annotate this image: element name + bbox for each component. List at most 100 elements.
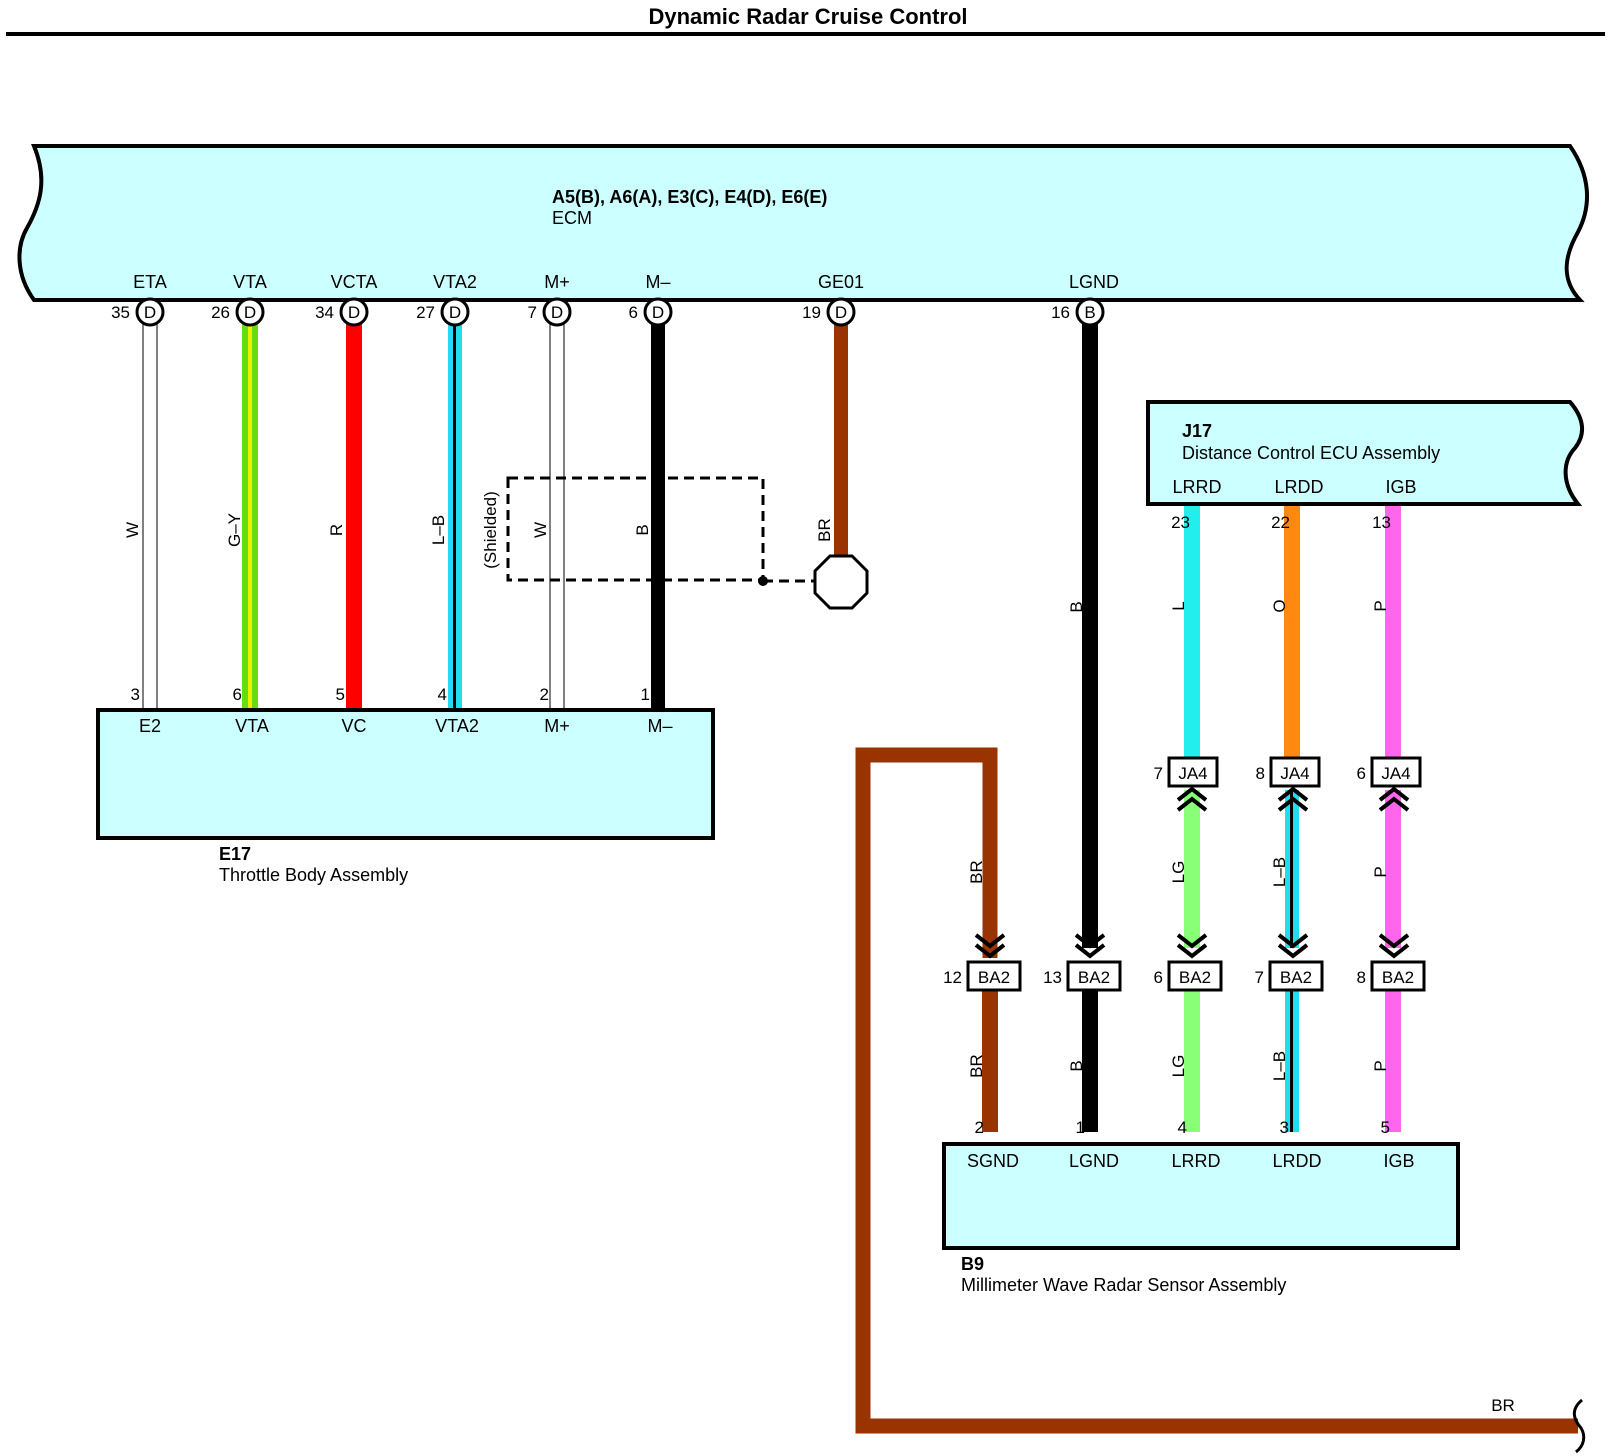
ecm-pin-label: LGND xyxy=(1069,272,1119,292)
terminal-letter: D xyxy=(244,303,256,322)
throttle-pin-number: 4 xyxy=(438,685,447,704)
ecm-pin-number: 26 xyxy=(211,303,230,322)
distance-ecu-pin-label: IGB xyxy=(1385,477,1416,497)
terminal-circle xyxy=(135,297,165,327)
ecm-name: ECM xyxy=(552,208,592,228)
wire-color-label: BR xyxy=(967,860,986,884)
ecm-pin-number: 6 xyxy=(629,303,638,322)
connector-pin-number: 7 xyxy=(1154,764,1163,783)
wire-color-label: L–B xyxy=(1270,1051,1289,1081)
throttle-pin-label: VC xyxy=(341,716,366,736)
throttle-pin-number: 2 xyxy=(540,685,549,704)
continuation-break-icon xyxy=(1572,1398,1586,1454)
wire-color-label: B xyxy=(1067,1060,1086,1071)
wire-mplus-w xyxy=(549,311,565,711)
throttle-name: Throttle Body Assembly xyxy=(219,865,408,885)
connector-name: JA4 xyxy=(1178,764,1207,783)
connector-box xyxy=(1370,756,1422,788)
terminal-letter: D xyxy=(449,303,461,322)
radar-pin-number: 2 xyxy=(975,1118,984,1137)
ecm-pin-label: VTA xyxy=(233,272,267,292)
ground-point-icon xyxy=(813,554,869,610)
shield-box xyxy=(506,476,765,582)
terminal-letter: D xyxy=(835,303,847,322)
connector-pin-number: 8 xyxy=(1357,968,1366,987)
terminal-circle xyxy=(235,297,265,327)
connector-name: BA2 xyxy=(1179,968,1211,987)
wire-lgnd-b xyxy=(1082,312,1098,948)
ba2-chevrons xyxy=(974,933,1410,959)
ground-wire-label: BR xyxy=(1491,1396,1515,1415)
wire-igb-p-lower xyxy=(1385,982,1401,1132)
connector-box xyxy=(1370,960,1426,992)
wire-color-label: O xyxy=(1270,599,1289,612)
radar-pin-label: SGND xyxy=(967,1151,1019,1171)
wire-lrrd-l xyxy=(1184,500,1200,758)
ja4-chevrons xyxy=(1176,786,1410,812)
ecm-pin-number: 7 xyxy=(528,303,537,322)
radar-pin-label: LGND xyxy=(1069,1151,1119,1171)
wire-color-label: B xyxy=(1067,601,1086,612)
connector-pin-number: 6 xyxy=(1154,968,1163,987)
radar-pin-number: 5 xyxy=(1381,1118,1390,1137)
wire-color-label: LG xyxy=(1169,861,1188,884)
ecm-box xyxy=(17,144,1589,302)
wire-ja4-ba2-lg xyxy=(1184,790,1200,948)
wire-color-label: W xyxy=(531,522,550,538)
terminal-circle xyxy=(542,297,572,327)
ecm-pin-label: GE01 xyxy=(818,272,864,292)
ecm-pin-number: 19 xyxy=(802,303,821,322)
connector-name: BA2 xyxy=(1280,968,1312,987)
wire-color-label: BR xyxy=(967,1054,986,1078)
throttle-code: E17 xyxy=(219,844,251,864)
wire-color-label: LG xyxy=(1169,1055,1188,1078)
connector-name: BA2 xyxy=(1078,968,1110,987)
throttle-pin-label: VTA xyxy=(235,716,269,736)
ecm-pin-number: 27 xyxy=(416,303,435,322)
wire-sgnd-br xyxy=(982,982,998,1132)
wire-igb-p xyxy=(1385,500,1401,758)
connector-box xyxy=(1167,960,1223,992)
distance-ecu-code: J17 xyxy=(1182,421,1212,441)
chevron-up-icon xyxy=(1277,786,1309,812)
wire-lrdd-lb-stripe xyxy=(1290,982,1293,1132)
ecm-pin-label: VCTA xyxy=(331,272,378,292)
wire-eta-w xyxy=(142,311,158,711)
ja4-connectors xyxy=(1167,756,1422,788)
throttle-body-box xyxy=(96,708,715,840)
chevron-down-icon xyxy=(1176,933,1208,959)
terminal-letter: D xyxy=(348,303,360,322)
wire-color-label: L–B xyxy=(1270,857,1289,887)
connector-pin-number: 7 xyxy=(1255,968,1264,987)
connector-box xyxy=(1167,756,1219,788)
terminal-letter: B xyxy=(1084,303,1095,322)
distance-ecu-pin-number: 23 xyxy=(1171,513,1190,532)
ecm-pin-label: VTA2 xyxy=(433,272,477,292)
ecm-pin-label: M+ xyxy=(544,272,570,292)
wire-vta-gy-stripe xyxy=(248,312,252,710)
ecm-terminals xyxy=(135,297,1105,327)
terminal-letter: D xyxy=(551,303,563,322)
terminal-circle xyxy=(440,297,470,327)
connector-pin-number: 8 xyxy=(1256,764,1265,783)
radar-pin-label: LRDD xyxy=(1272,1151,1321,1171)
throttle-pin-number: 1 xyxy=(641,685,650,704)
distance-ecu-pin-number: 13 xyxy=(1372,513,1391,532)
distance-ecu-pin-label: LRRD xyxy=(1172,477,1221,497)
connector-name: BA2 xyxy=(978,968,1010,987)
connector-name: JA4 xyxy=(1381,764,1410,783)
terminal-circle xyxy=(339,297,369,327)
ecm-pin-label: M– xyxy=(645,272,670,292)
shield-junction-dot xyxy=(758,576,768,586)
wire-color-label: B xyxy=(633,524,652,535)
chevron-up-icon xyxy=(1176,786,1208,812)
connector-box xyxy=(1268,960,1324,992)
distance-ecu-pin-label: LRDD xyxy=(1274,477,1323,497)
wire-color-label: P xyxy=(1371,600,1390,611)
wire-lrdd-o xyxy=(1284,500,1300,758)
wire-color-label: P xyxy=(1371,1060,1390,1071)
connector-name: BA2 xyxy=(1382,968,1414,987)
wire-color-label: W xyxy=(123,522,142,538)
ecm-pin-label: ETA xyxy=(133,272,167,292)
